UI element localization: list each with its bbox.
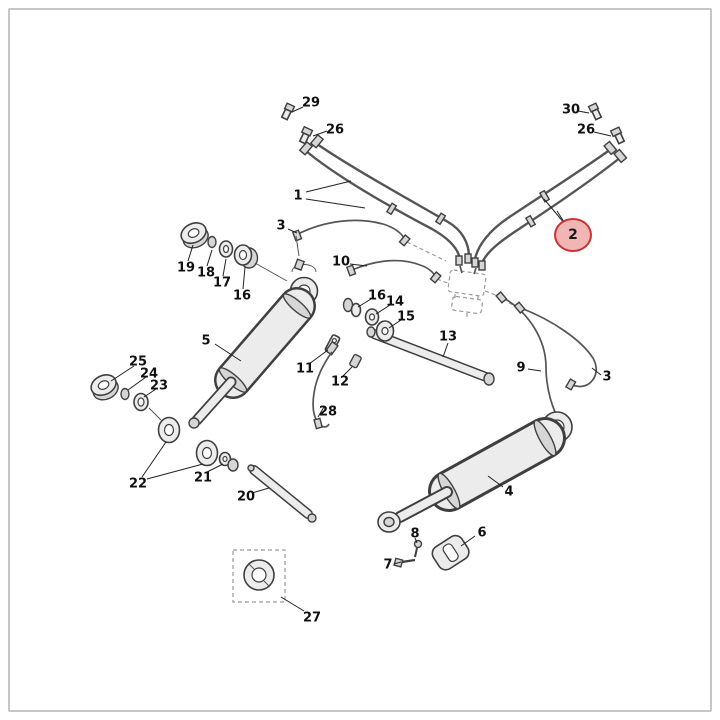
callout-4: 4 bbox=[504, 484, 514, 500]
callout-2-highlighted: 2 bbox=[554, 218, 592, 252]
left-trim-cylinder bbox=[188, 258, 319, 429]
hose-pair-left bbox=[298, 133, 471, 260]
hose-3-right bbox=[513, 301, 597, 391]
slotted-cap-6 bbox=[431, 534, 470, 571]
callout-12: 12 bbox=[330, 374, 350, 390]
callout-27: 27 bbox=[302, 610, 322, 626]
bushing-27-boxed bbox=[232, 549, 286, 603]
piston-rod-end bbox=[188, 417, 200, 429]
bushing-set-22-21 bbox=[157, 416, 239, 472]
clamp-12 bbox=[349, 353, 362, 369]
callout-13: 13 bbox=[438, 329, 458, 345]
callout-25: 25 bbox=[128, 354, 148, 370]
fitting-30 bbox=[587, 102, 603, 121]
callout-3: 3 bbox=[276, 218, 286, 234]
callout-17: 17 bbox=[212, 275, 232, 291]
hose-elbow-fitting bbox=[613, 148, 628, 164]
washer-set-center bbox=[342, 297, 395, 342]
callout-16: 16 bbox=[367, 288, 387, 304]
hose-10 bbox=[345, 259, 442, 284]
right-trim-cylinder bbox=[377, 411, 573, 533]
callout-29: 29 bbox=[301, 95, 321, 111]
callout-30: 30 bbox=[561, 102, 581, 118]
callout-18: 18 bbox=[196, 265, 216, 281]
callout-7: 7 bbox=[383, 557, 393, 573]
callout-11: 11 bbox=[295, 361, 315, 377]
fitting-26-left bbox=[298, 125, 314, 145]
shock-rod-20 bbox=[247, 464, 317, 523]
hose-3-left bbox=[291, 219, 411, 257]
callout-5: 5 bbox=[201, 333, 211, 349]
shock-rod-13 bbox=[366, 326, 495, 386]
callout-14: 14 bbox=[385, 294, 405, 310]
leader-lines bbox=[110, 106, 612, 612]
manifold-elbow-fittings bbox=[455, 253, 486, 275]
bushing-set-upper-left bbox=[180, 222, 288, 282]
callout-26: 26 bbox=[576, 122, 596, 138]
callout-6: 6 bbox=[477, 525, 487, 541]
callout-28: 28 bbox=[318, 404, 338, 420]
callout-23: 23 bbox=[149, 378, 169, 394]
callout-21: 21 bbox=[193, 470, 213, 486]
callout-20: 20 bbox=[236, 489, 256, 505]
fitting-26-right bbox=[609, 126, 626, 145]
hose-pair-right bbox=[473, 140, 628, 264]
callout-26: 26 bbox=[325, 122, 345, 138]
bushing-set-mid-left bbox=[90, 374, 162, 421]
callout-24: 24 bbox=[139, 366, 159, 382]
hose-elbow-fitting bbox=[298, 140, 314, 156]
callout-1: 1 bbox=[293, 188, 303, 204]
hose-elbow-fitting bbox=[603, 140, 618, 156]
callout-9: 9 bbox=[516, 360, 526, 376]
callout-19: 19 bbox=[176, 260, 196, 276]
callout-15: 15 bbox=[396, 309, 416, 325]
callout-16: 16 bbox=[232, 288, 252, 304]
callout-10: 10 bbox=[331, 254, 351, 270]
hose-elbow-fitting bbox=[309, 133, 325, 149]
callout-8: 8 bbox=[410, 526, 420, 542]
fitting-29 bbox=[280, 102, 296, 121]
callout-22: 22 bbox=[128, 476, 148, 492]
sender-wire-28 bbox=[312, 340, 339, 430]
callout-3: 3 bbox=[602, 369, 612, 385]
